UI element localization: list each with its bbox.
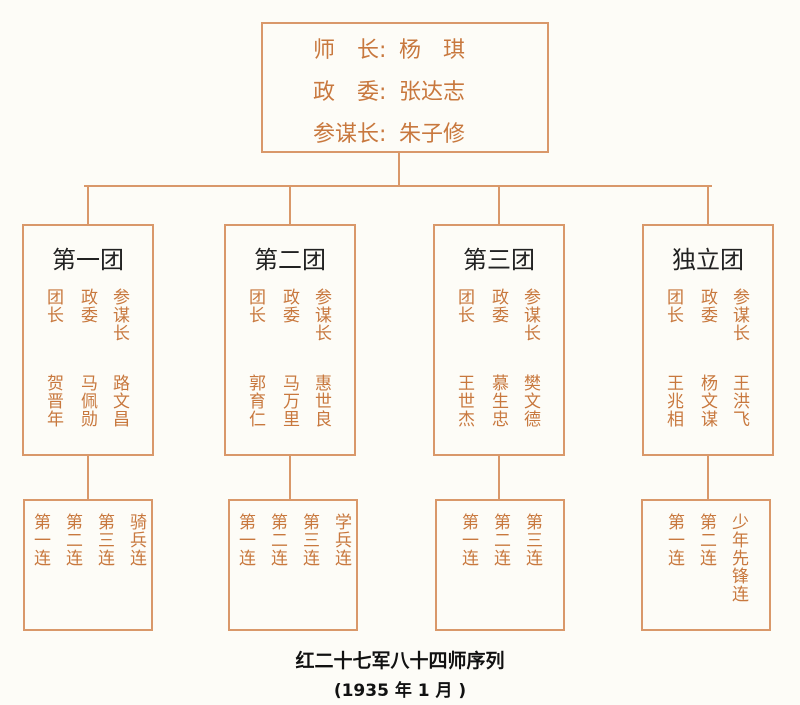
connector-to-companies-4	[707, 455, 709, 499]
connector-to-companies-3	[498, 455, 500, 499]
officer-title: 团长	[454, 288, 474, 324]
company-box-2: 第一连第二连第三连学兵连	[228, 499, 358, 631]
officer-name: 惠世良	[311, 374, 331, 428]
company-label: 第一连	[664, 513, 684, 567]
division-officer-row: 政 委: 张达志	[313, 74, 465, 106]
officer-title: 政委	[697, 288, 717, 324]
officer-name: 杨文谋	[697, 374, 717, 428]
officer-name: 郭育仁	[245, 374, 265, 428]
connector-to-companies-1	[87, 455, 89, 499]
division-officer-row: 师 长: 杨 琪	[313, 32, 465, 64]
connector-division-down	[398, 152, 400, 186]
company-label: 第二连	[490, 513, 510, 567]
officer-title: 参谋长	[311, 288, 331, 342]
officer-title: 参谋长	[109, 288, 129, 342]
company-box-1: 第一连第二连第三连骑兵连	[23, 499, 153, 631]
company-label: 少年先锋连	[728, 513, 748, 603]
officer-title: 团长	[663, 288, 683, 324]
officer-name: 慕生忠	[488, 374, 508, 428]
company-label: 骑兵连	[126, 513, 146, 567]
company-label: 第二连	[696, 513, 716, 567]
regiment-box-3: 第三团团长王世杰 政委慕生忠 参谋长樊文德	[433, 224, 565, 456]
officer-name: 王世杰	[454, 374, 474, 428]
company-label: 第二连	[267, 513, 287, 567]
officer-title: 政委	[77, 288, 97, 324]
regiment-box-1: 第一团团长贺晋年 政委马佩勋 参谋长路文昌	[22, 224, 154, 456]
regiment-name: 第一团	[52, 246, 124, 274]
division-officer-name: 杨 琪	[399, 38, 466, 63]
connector-to-regiment-3	[498, 185, 500, 224]
company-label: 学兵连	[331, 513, 351, 567]
company-label: 第一连	[235, 513, 255, 567]
division-officer-name: 朱子修	[399, 122, 466, 147]
officer-name: 樊文德	[520, 374, 540, 428]
regiment-name: 第二团	[254, 246, 326, 274]
officer-name: 马佩勋	[77, 374, 97, 428]
regiment-name: 第三团	[463, 246, 535, 274]
company-label: 第三连	[522, 513, 542, 567]
officer-title: 政委	[488, 288, 508, 324]
division-officer-title: 政 委:	[313, 80, 387, 105]
officer-title: 团长	[43, 288, 63, 324]
division-command-box: 师 长: 杨 琪政 委: 张达志参谋长: 朱子修	[261, 22, 549, 153]
caption-date: (1935 年 1 月 )	[333, 681, 467, 701]
officer-title: 政委	[279, 288, 299, 324]
company-label: 第三连	[299, 513, 319, 567]
officer-title: 参谋长	[520, 288, 540, 342]
caption-title: 红二十七军八十四师序列	[295, 650, 505, 672]
company-box-3: 第一连第二连第三连	[435, 499, 565, 631]
connector-to-companies-2	[289, 455, 291, 499]
connector-horizontal-bus	[84, 185, 712, 187]
division-officer-row: 参谋长: 朱子修	[313, 116, 465, 148]
regiment-name: 独立团	[672, 246, 744, 274]
connector-to-regiment-4	[707, 185, 709, 224]
officer-name: 马万里	[279, 374, 299, 428]
officer-title: 参谋长	[729, 288, 749, 342]
division-officer-title: 参谋长:	[313, 122, 387, 147]
officer-name: 王洪飞	[729, 374, 749, 428]
officer-title: 团长	[245, 288, 265, 324]
officer-name: 路文昌	[109, 374, 129, 428]
company-label: 第一连	[30, 513, 50, 567]
company-label: 第一连	[458, 513, 478, 567]
regiment-box-4: 独立团团长王兆相 政委杨文谋 参谋长王洪飞	[642, 224, 774, 456]
connector-to-regiment-2	[289, 185, 291, 224]
regiment-box-2: 第二团团长郭育仁 政委马万里 参谋长惠世良	[224, 224, 356, 456]
division-officer-name: 张达志	[399, 80, 466, 105]
connector-to-regiment-1	[87, 185, 89, 224]
officer-name: 王兆相	[663, 374, 683, 428]
division-officer-title: 师 长:	[313, 38, 387, 63]
company-box-4: 第一连第二连少年先锋连	[641, 499, 771, 631]
company-label: 第二连	[62, 513, 82, 567]
officer-name: 贺晋年	[43, 374, 63, 428]
company-label: 第三连	[94, 513, 114, 567]
